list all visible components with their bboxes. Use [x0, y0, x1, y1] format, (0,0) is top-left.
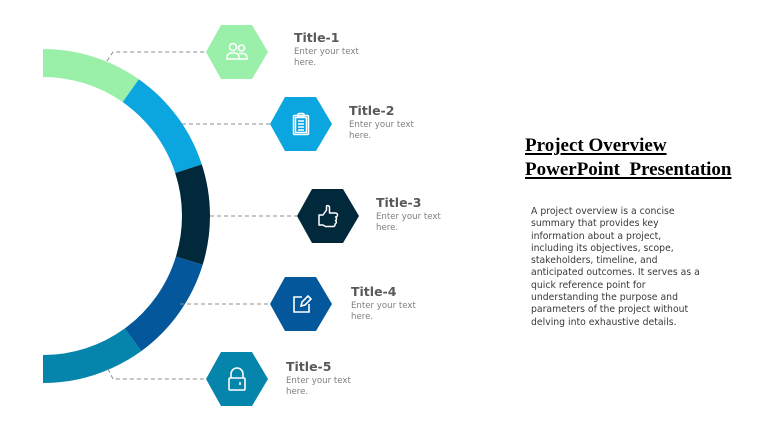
- arc-segment-1: [43, 49, 139, 103]
- thumbs-up-icon: [297, 189, 359, 243]
- connector-1: [106, 51, 206, 62]
- page-title-line-1: Project Overview: [525, 135, 667, 156]
- hexagon-3: [297, 189, 359, 243]
- lock-icon: [206, 352, 268, 406]
- connectors: [106, 51, 297, 380]
- clipboard-icon: [270, 97, 332, 151]
- arc-segment-3: [175, 164, 210, 265]
- item-description: Enter your text here.: [286, 376, 351, 397]
- item-3: Title-3 Enter your text here.: [376, 195, 486, 234]
- item-title: Title-1: [294, 30, 340, 45]
- arc-ring: [43, 49, 210, 383]
- item-description: Enter your text here.: [349, 120, 414, 141]
- item-2: Title-2 Enter your text here.: [349, 103, 459, 142]
- item-description: Enter your text here.: [376, 212, 441, 233]
- item-title: Title-4: [351, 284, 397, 299]
- arc-segment-5: [43, 328, 142, 383]
- item-title: Title-3: [376, 195, 422, 210]
- arc-segment-4: [124, 256, 203, 352]
- item-4: Title-4 Enter your text here.: [351, 284, 461, 323]
- users-icon: [206, 25, 268, 79]
- item-description: Enter your text here.: [351, 301, 416, 322]
- connector-5: [107, 368, 206, 380]
- overview-description: A project overview is a concise summary …: [531, 206, 700, 328]
- item-title: Title-2: [349, 103, 395, 118]
- edit-icon: [270, 277, 332, 331]
- page-title-line-2: PowerPoint Presentation: [525, 159, 732, 180]
- hexagon-5: [206, 352, 268, 406]
- hexagon-1: [206, 25, 268, 79]
- item-1: Title-1 Enter your text here.: [294, 30, 404, 69]
- arc-segment-2: [122, 79, 202, 173]
- item-description: Enter your text here.: [294, 47, 359, 68]
- item-5: Title-5 Enter your text here.: [286, 359, 396, 398]
- page-title: Project Overview PowerPoint Presentation: [525, 134, 732, 182]
- item-title: Title-5: [286, 359, 332, 374]
